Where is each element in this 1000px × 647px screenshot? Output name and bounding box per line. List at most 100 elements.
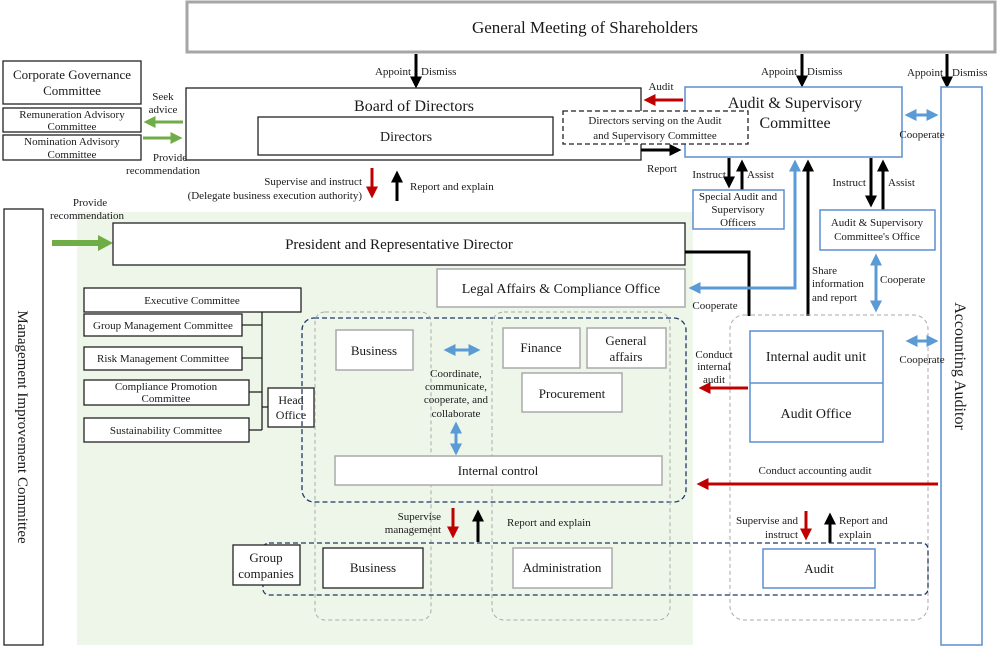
group-administration-box[interactable] [512,547,613,589]
compliance-promotion-label: Committee [142,393,191,405]
sustainability-committee[interactable] [83,417,250,443]
management-improvement-committee-box[interactable] [3,208,44,646]
remuneration-label: Remuneration Advisory [19,109,125,121]
provide-recommendation-label: Provide [73,197,107,209]
nomination-label: Nomination Advisory [24,136,120,148]
remuneration-label: Committee [48,121,97,133]
supervise-management-label: Supervise [398,511,442,523]
supervise-instruct-label: Supervise and [736,515,799,527]
business-box[interactable] [335,329,414,371]
president-box[interactable] [112,222,686,266]
cooperate-label: Cooperate [899,129,944,141]
coordinate-label: Coordinate, [430,368,482,380]
seek-advice-label: Seek [152,91,174,103]
sustainability-label: Sustainability Committee [110,425,222,437]
provide-recommendation-label: Provide [153,152,187,164]
president-label: President and Representative Director [285,237,513,253]
group-companies-label: companies [238,566,294,581]
report-label: Report [647,163,677,175]
group-companies-label: Group [249,550,282,565]
report-explain-label: Report and explain [507,517,591,529]
nomination-label: Committee [48,149,97,161]
cooperate-label: Cooperate [899,354,944,366]
special-officers-label: Special Audit and [699,191,778,203]
head-office-box[interactable] [267,387,315,428]
corporate-governance-label: Committee [43,83,101,98]
instruct-label: Instruct [692,169,726,181]
general-affairs-box[interactable] [586,327,667,369]
executive-committee[interactable] [83,287,302,313]
board-title: Board of Directors [354,98,474,115]
special-audit-officers-box[interactable] [692,189,785,230]
group-management-label: Group Management Committee [93,320,233,332]
group-business-label: Business [350,560,396,575]
internal-audit-unit-box[interactable] [749,330,884,443]
administration-column [491,311,671,621]
internal-control-box[interactable] [334,455,663,486]
assist-label: Assist [888,177,915,189]
head-office-label: Office [276,408,306,422]
provide-recommendation-label: recommendation [50,210,124,222]
coordinate-label: cooperate, and [424,394,489,406]
business-label: Business [351,343,397,358]
provide-recommendation-label: recommendation [126,165,200,177]
directors-box[interactable] [257,116,554,156]
share-info-label: Share [812,265,837,277]
group-management-committee[interactable] [83,313,243,337]
procurement-box[interactable] [521,372,623,413]
group-business-box[interactable] [322,547,424,589]
audit-office-label: Audit Office [781,407,852,422]
supervise-instruct-label: (Delegate business execution authority) [188,190,363,202]
special-officers-label: Officers [720,217,756,229]
legal-affairs-compliance-office[interactable] [436,268,686,308]
accounting-auditor-box[interactable] [940,86,983,646]
asc-label: Committee [759,115,830,132]
instruct-label: Instruct [832,177,866,189]
directors-serving-label: Directors serving on the Audit [588,115,721,127]
nomination-advisory-committee[interactable] [2,134,142,161]
audit-column [729,314,929,621]
directors-serving-label: and Supervisory Committee [593,130,717,142]
risk-management-committee[interactable] [83,346,243,371]
conduct-internal-audit-label: audit [703,374,725,386]
internal-control-label: Internal control [458,463,539,478]
group-audit-label: Audit [804,561,834,576]
general-meeting-box[interactable] [185,0,997,54]
remuneration-advisory-committee[interactable] [2,107,142,133]
directors-serving-asc-box[interactable] [562,110,749,145]
dismiss-label: Dismiss [952,67,987,79]
group-companies-box[interactable] [232,544,301,586]
finance-box[interactable] [502,327,581,369]
legal-label: Legal Affairs & Compliance Office [462,282,661,297]
supervise-instruct-label: instruct [765,529,798,541]
group-audit-box[interactable] [762,548,876,589]
audit-label: Audit [648,81,673,93]
dismiss-label: Dismiss [807,66,842,78]
internal-audit-unit-label: Internal audit unit [766,350,866,365]
group-administration-label: Administration [523,560,602,575]
general-affairs-label: General [605,333,647,348]
cooperate-label: Cooperate [880,274,925,286]
share-info-label: information [812,278,864,290]
compliance-promotion-label: Compliance Promotion [115,381,218,393]
share-info-label: and report [812,292,857,304]
assist-label: Assist [747,169,774,181]
executive-committee-label: Executive Committee [144,295,240,307]
appoint-label: Appoint [907,67,943,79]
appoint-label: Appoint [761,66,797,78]
seek-advice-label: advice [149,104,178,116]
dismiss-label: Dismiss [421,66,456,78]
special-officers-label: Supervisory [711,204,765,216]
asc-office-box[interactable] [819,209,936,251]
asc-office-label: Committee's Office [834,231,920,243]
corporate-governance-committee[interactable] [2,60,142,105]
committee-connectors [242,312,268,431]
supervise-management-label: management [385,524,441,536]
compliance-promotion-committee[interactable] [83,379,250,406]
risk-management-label: Risk Management Committee [97,353,229,365]
asc-office-label: Audit & Supervisory [831,217,924,229]
report-explain-label: Report and explain [410,181,494,193]
cooperate-label: Cooperate [692,300,737,312]
supervise-instruct-label: Supervise and instruct [264,176,362,188]
